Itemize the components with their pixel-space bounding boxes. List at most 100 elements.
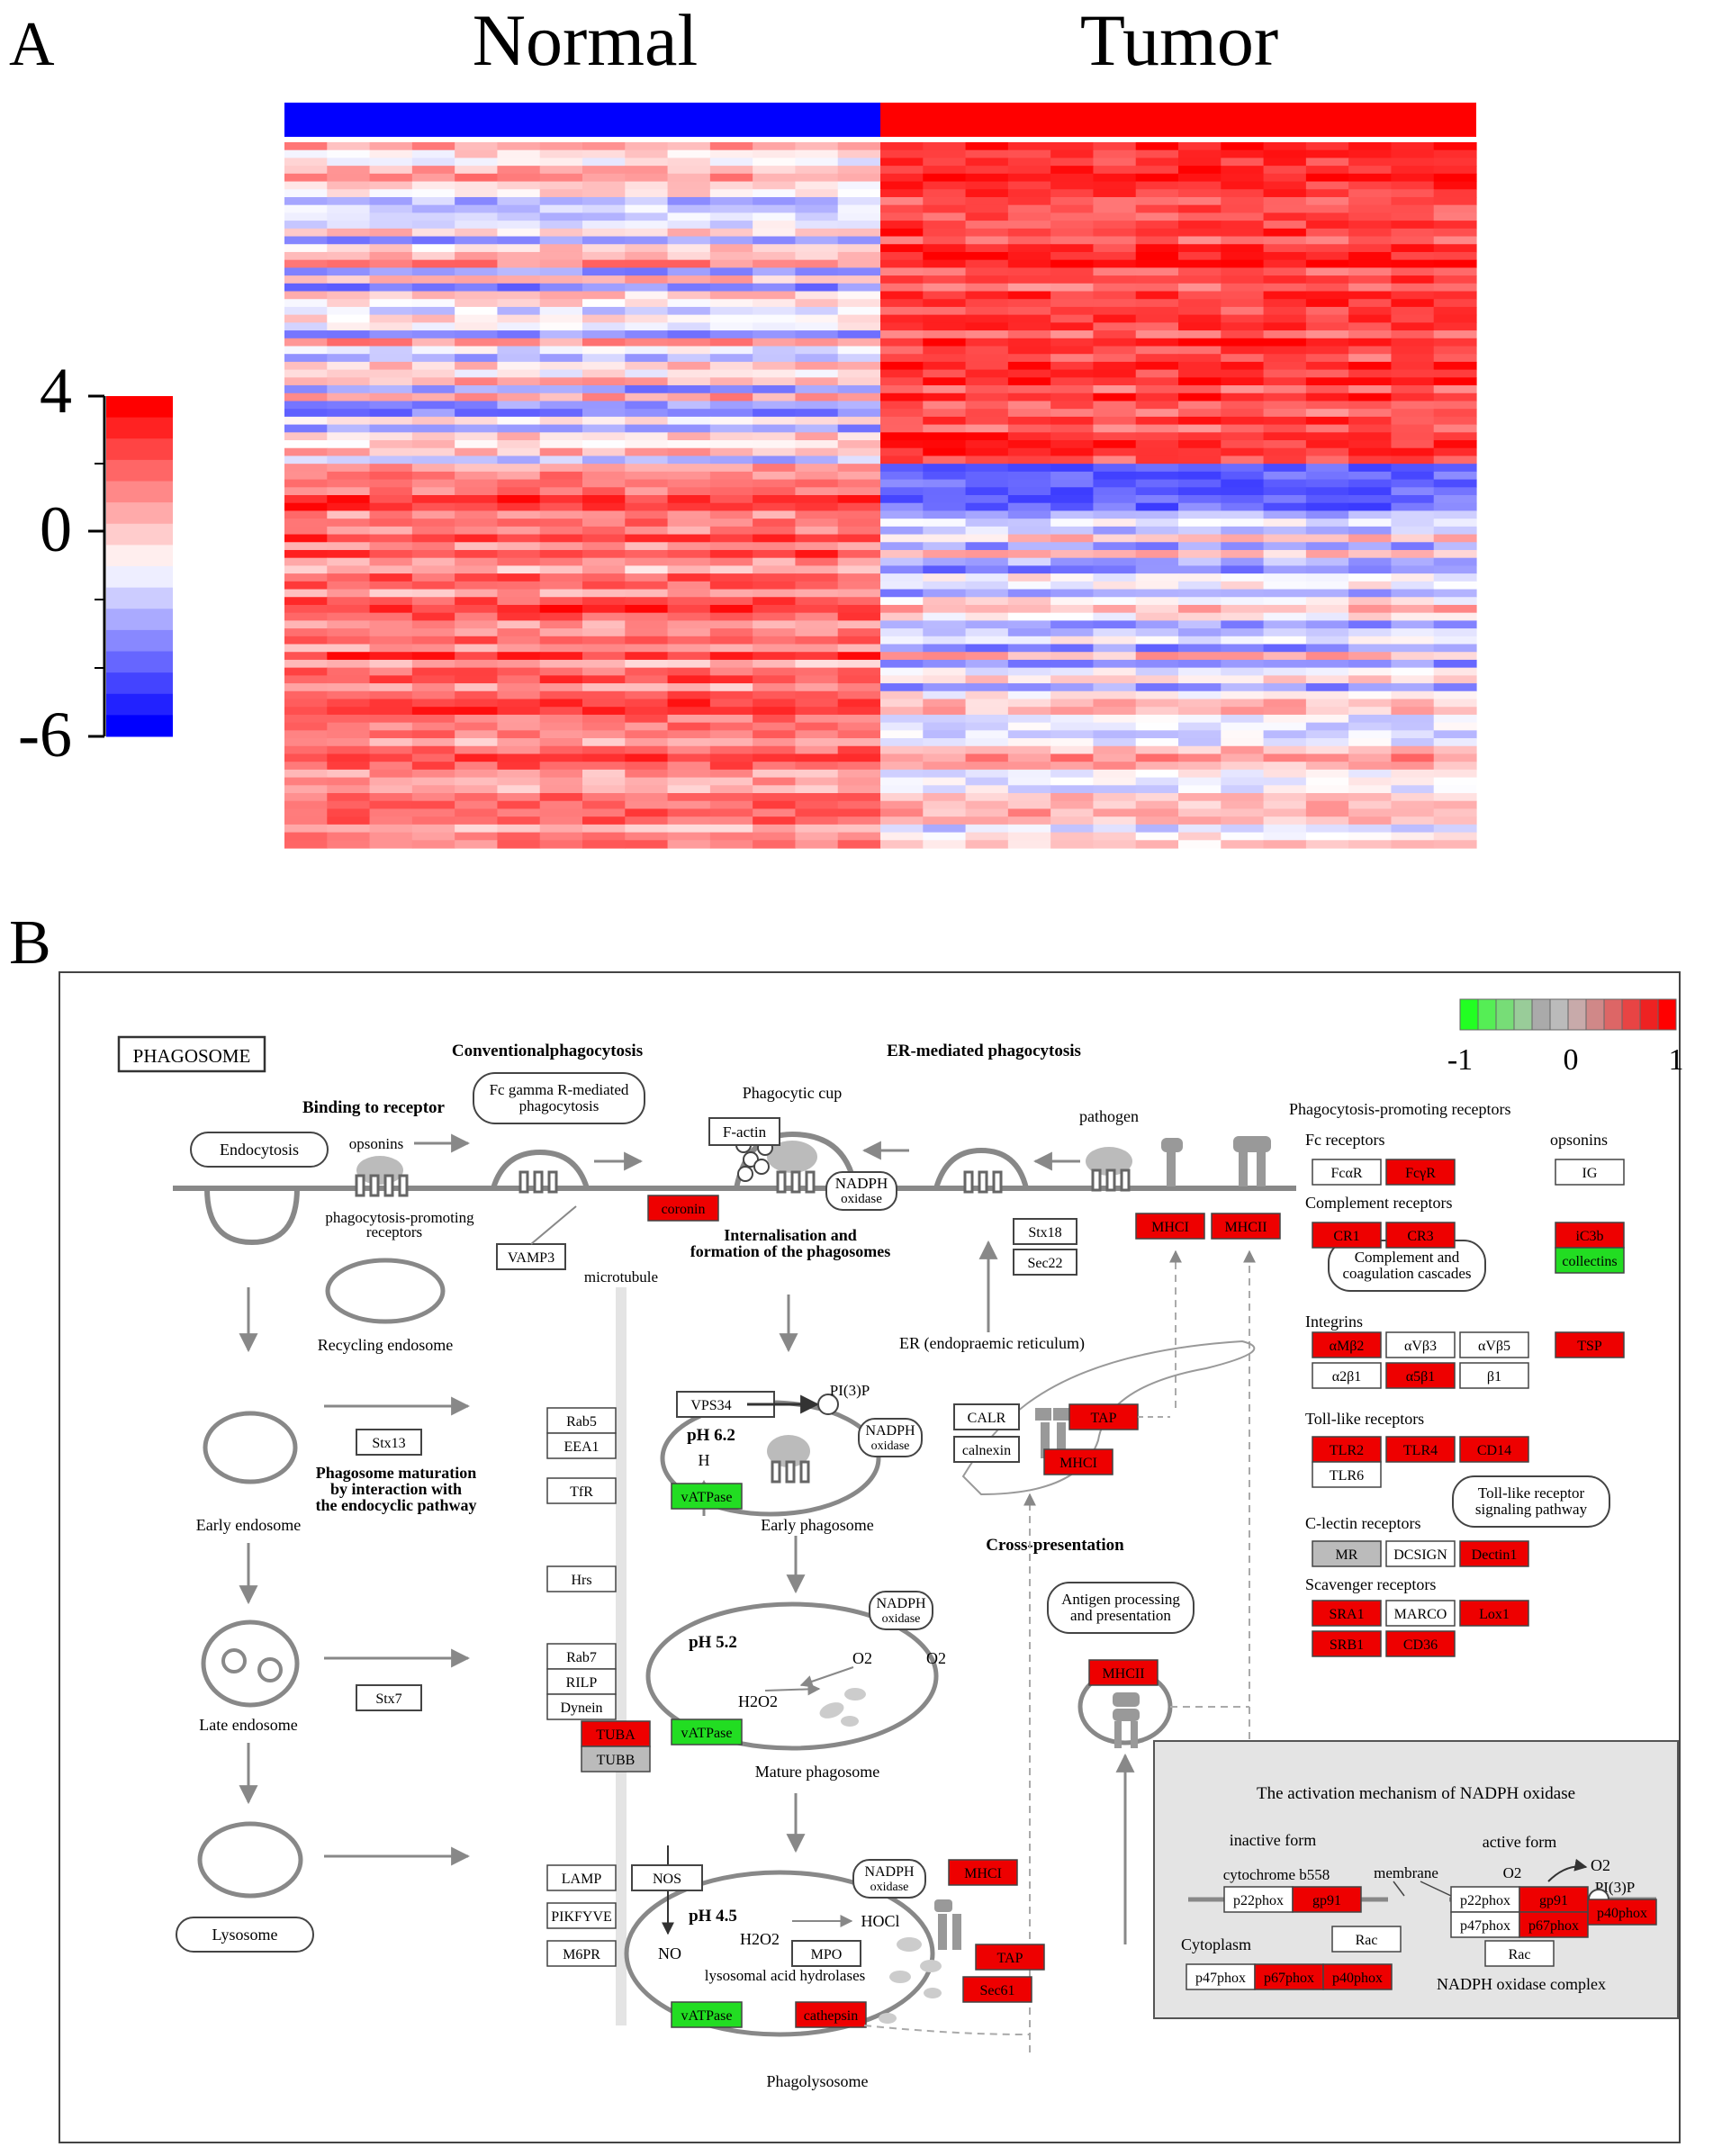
heatmap-cell	[1007, 330, 1051, 339]
gene-p40phox-active	[1587, 1899, 1657, 1926]
heatmap-cell	[1050, 479, 1095, 488]
heatmap-cell	[880, 800, 924, 810]
heatmap-cell	[625, 690, 669, 700]
heatmap-cell	[667, 738, 711, 747]
heatmap-cell	[667, 597, 711, 606]
heatmap-cell	[753, 424, 797, 433]
heatmap-cell	[1221, 377, 1265, 386]
heatmap-cell	[284, 338, 328, 347]
heatmap-cell	[880, 306, 924, 316]
heatmap-cell	[837, 440, 881, 449]
heatmap-cell	[284, 181, 328, 190]
heatmap-cell	[1433, 196, 1477, 206]
pathogen-particle	[1086, 1147, 1132, 1176]
heatmap-cell	[539, 432, 583, 441]
heatmap-cell	[1135, 487, 1179, 496]
scale-swatch	[106, 417, 173, 439]
heatmap-cell	[1305, 479, 1349, 488]
heatmap-cell	[455, 447, 499, 457]
heatmap-cell	[455, 800, 499, 810]
heatmap-cell	[667, 314, 711, 323]
heatmap-cell	[795, 166, 839, 175]
gene-rab7	[546, 1643, 617, 1670]
heatmap-cell	[1007, 212, 1051, 221]
heatmap-cell	[1305, 275, 1349, 284]
heatmap-cell	[753, 158, 797, 167]
heatmap-cell	[1391, 392, 1435, 402]
heatmap-cell	[284, 777, 328, 786]
heatmap-cell	[284, 519, 328, 528]
heatmap-cell	[1348, 526, 1393, 536]
heatmap-cell	[1221, 644, 1265, 653]
heatmap-cell	[625, 416, 669, 426]
heatmap-cell	[1050, 738, 1095, 747]
heatmap-cell	[923, 314, 967, 323]
heatmap-cell	[880, 189, 924, 198]
heatmap-cell	[497, 722, 541, 731]
heatmap-cell	[965, 769, 1009, 779]
heatmap-cell	[582, 707, 626, 716]
heatmap-cell	[667, 149, 711, 159]
heatmap-cell	[625, 322, 669, 331]
heatmap-cell	[284, 471, 328, 481]
heatmap-cell	[1305, 181, 1349, 190]
heatmap-cell	[327, 699, 371, 708]
heatmap-cell	[880, 753, 924, 762]
heatmap-cell	[880, 330, 924, 339]
heatmap-cell	[965, 667, 1009, 676]
heatmap-cell	[1093, 644, 1137, 653]
heatmap-cell	[1135, 377, 1179, 386]
heatmap-cell	[1007, 824, 1051, 834]
heatmap-cell	[1433, 149, 1477, 159]
heatmap-cell	[411, 800, 455, 810]
heatmap-cell	[625, 675, 669, 684]
heatmap-cell	[1093, 149, 1137, 159]
heatmap-cell	[1093, 652, 1137, 661]
heatmap-cell	[284, 644, 328, 653]
heatmap-cell	[880, 221, 924, 230]
heatmap-cell	[880, 267, 924, 276]
heatmap-cell	[923, 683, 967, 692]
heatmap-cell	[327, 808, 371, 817]
heatmap-cell	[880, 385, 924, 394]
heatmap-cell	[1135, 557, 1179, 566]
fc-gamma-box	[473, 1072, 645, 1124]
heatmap-cell	[539, 745, 583, 755]
heatmap-cell	[1050, 447, 1095, 457]
heatmap-cell	[1007, 173, 1051, 183]
heatmap-cell	[1263, 471, 1307, 481]
heatmap-cell	[709, 244, 753, 253]
heatmap-cell	[753, 236, 797, 245]
gene-p67phox-inactive-label: p67phox	[1264, 1971, 1314, 1986]
heatmap-cell	[284, 221, 328, 230]
heatmap-cell	[369, 542, 413, 551]
heatmap-cell	[455, 738, 499, 747]
heatmap-cell	[880, 808, 924, 817]
heatmap-cell	[1305, 636, 1349, 645]
heatmap-cell	[1007, 785, 1051, 794]
heatmap-cell	[1433, 204, 1477, 213]
nadph-label: NADPH	[864, 1864, 915, 1880]
heatmap-cell	[1007, 322, 1051, 331]
heatmap-cell	[880, 738, 924, 747]
heatmap-cell	[795, 628, 839, 637]
heatmap-cell	[795, 158, 839, 167]
heatmap-cell	[455, 464, 499, 473]
heatmap-cell	[795, 683, 839, 692]
heatmap-cell	[1007, 816, 1051, 825]
heatmap-cell	[1221, 369, 1265, 378]
heatmap-cell	[753, 777, 797, 786]
heatmap-cell	[1050, 346, 1095, 355]
heatmap-cell	[837, 338, 881, 347]
heatmap-cell	[923, 690, 967, 700]
heatmap-cell	[667, 173, 711, 183]
microtubule-bar	[616, 1287, 627, 2025]
heatmap-cell	[880, 432, 924, 441]
heatmap-cell	[1050, 565, 1095, 574]
heatmap-cell	[923, 644, 967, 653]
heatmap-cell	[965, 354, 1009, 363]
heatmap-cell	[1221, 306, 1265, 316]
heatmap-cell	[1007, 158, 1051, 167]
heatmap-cell	[880, 392, 924, 402]
heatmap-cell	[497, 832, 541, 841]
